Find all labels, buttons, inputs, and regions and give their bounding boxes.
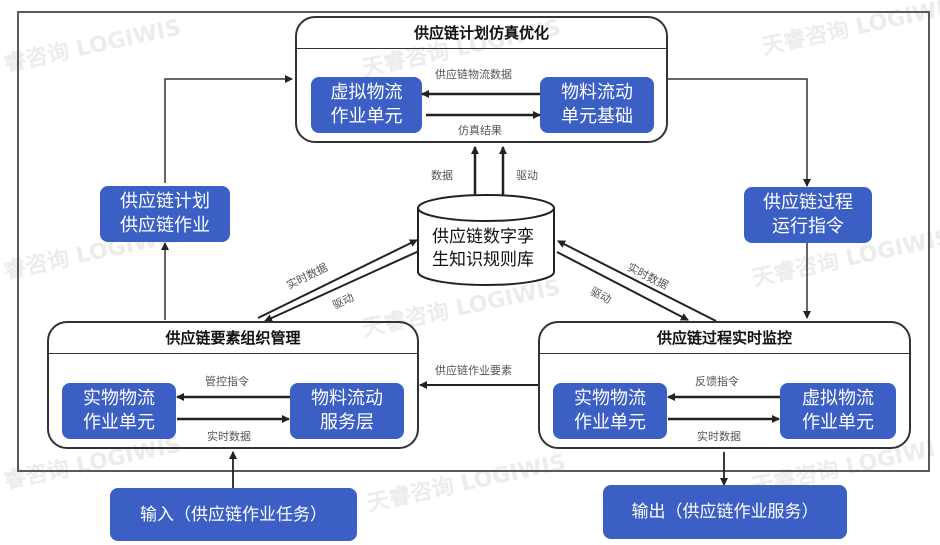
label-control-instructions: 管控指令 (205, 375, 249, 388)
label-simulation-result: 仿真结果 (458, 124, 502, 137)
output-label: 输出（供应链作业服务） (631, 502, 819, 522)
box-line: 虚拟物流 (802, 388, 874, 409)
label-logistics-data: 供应链物流数据 (435, 68, 512, 81)
box-physical-logistics-unit-monitor[interactable]: 实物物流作业单元 (553, 383, 667, 439)
input-box[interactable]: 输入（供应链作业任务） (110, 488, 357, 541)
group-element-organization: 供应链要素组织管理 (47, 321, 419, 449)
arrow-right-drive (556, 251, 689, 321)
box-line: 物料流动 (311, 388, 383, 409)
label-db-drive: 驱动 (516, 169, 538, 182)
box-line: 服务层 (320, 412, 374, 433)
db-line: 供应链数字孪 (432, 227, 534, 247)
box-plan-operation[interactable]: 供应链计划供应链作业 (100, 186, 230, 242)
arrow-top-to-right (668, 78, 811, 187)
box-physical-logistics-unit[interactable]: 实物物流作业单元 (62, 383, 176, 439)
box-virtual-logistics-unit-monitor[interactable]: 虚拟物流作业单元 (780, 383, 896, 439)
box-line: 实物物流 (574, 388, 646, 409)
box-material-flow-service[interactable]: 物料流动服务层 (290, 383, 404, 439)
arrow-right-realtime (557, 240, 717, 322)
outer-frame (17, 11, 930, 472)
label-feedback-instructions: 反馈指令 (695, 375, 739, 388)
arrow-left-drive (264, 250, 420, 322)
label-operation-elements: 供应链作业要素 (435, 364, 512, 377)
box-material-flow-basis[interactable]: 物料流动单元基础 (540, 77, 654, 133)
box-line: 实物物流 (83, 388, 155, 409)
input-label: 输入（供应链作业任务） (140, 504, 327, 525)
box-line: 供应链过程 (763, 192, 853, 213)
box-line: 物料流动 (561, 82, 633, 103)
group-title: 供应链计划仿真优化 (297, 18, 666, 49)
box-line: 作业单元 (802, 412, 874, 433)
database-cylinder (417, 194, 555, 286)
box-virtual-logistics-unit[interactable]: 虚拟物流作业单元 (311, 77, 422, 133)
box-line: 作业单元 (574, 412, 646, 433)
box-line: 虚拟物流 (330, 82, 403, 103)
label-bl-realtime: 实时数据 (207, 430, 251, 443)
box-line: 运行指令 (772, 216, 844, 237)
arrow-left-to-top (164, 75, 293, 183)
group-title: 供应链过程实时监控 (540, 323, 909, 354)
box-process-instructions[interactable]: 供应链过程运行指令 (744, 187, 872, 243)
box-line: 作业单元 (330, 106, 403, 127)
database-label[interactable]: 供应链数字孪 生知识规则库 (418, 226, 548, 272)
output-box[interactable]: 输出（供应链作业服务） (603, 485, 847, 539)
label-br-realtime: 实时数据 (697, 430, 741, 443)
box-line: 供应链作业 (120, 215, 210, 236)
box-line: 作业单元 (83, 412, 155, 433)
db-line: 生知识规则库 (432, 250, 534, 270)
group-supply-chain-plan-simulation: 供应链计划仿真优化 (295, 16, 668, 143)
group-process-monitoring: 供应链过程实时监控 (538, 321, 911, 449)
box-line: 单元基础 (561, 106, 633, 127)
arrow-left-realtime (257, 239, 418, 319)
box-line: 供应链计划 (120, 191, 210, 212)
label-db-data: 数据 (431, 169, 453, 182)
group-title: 供应链要素组织管理 (49, 323, 417, 354)
